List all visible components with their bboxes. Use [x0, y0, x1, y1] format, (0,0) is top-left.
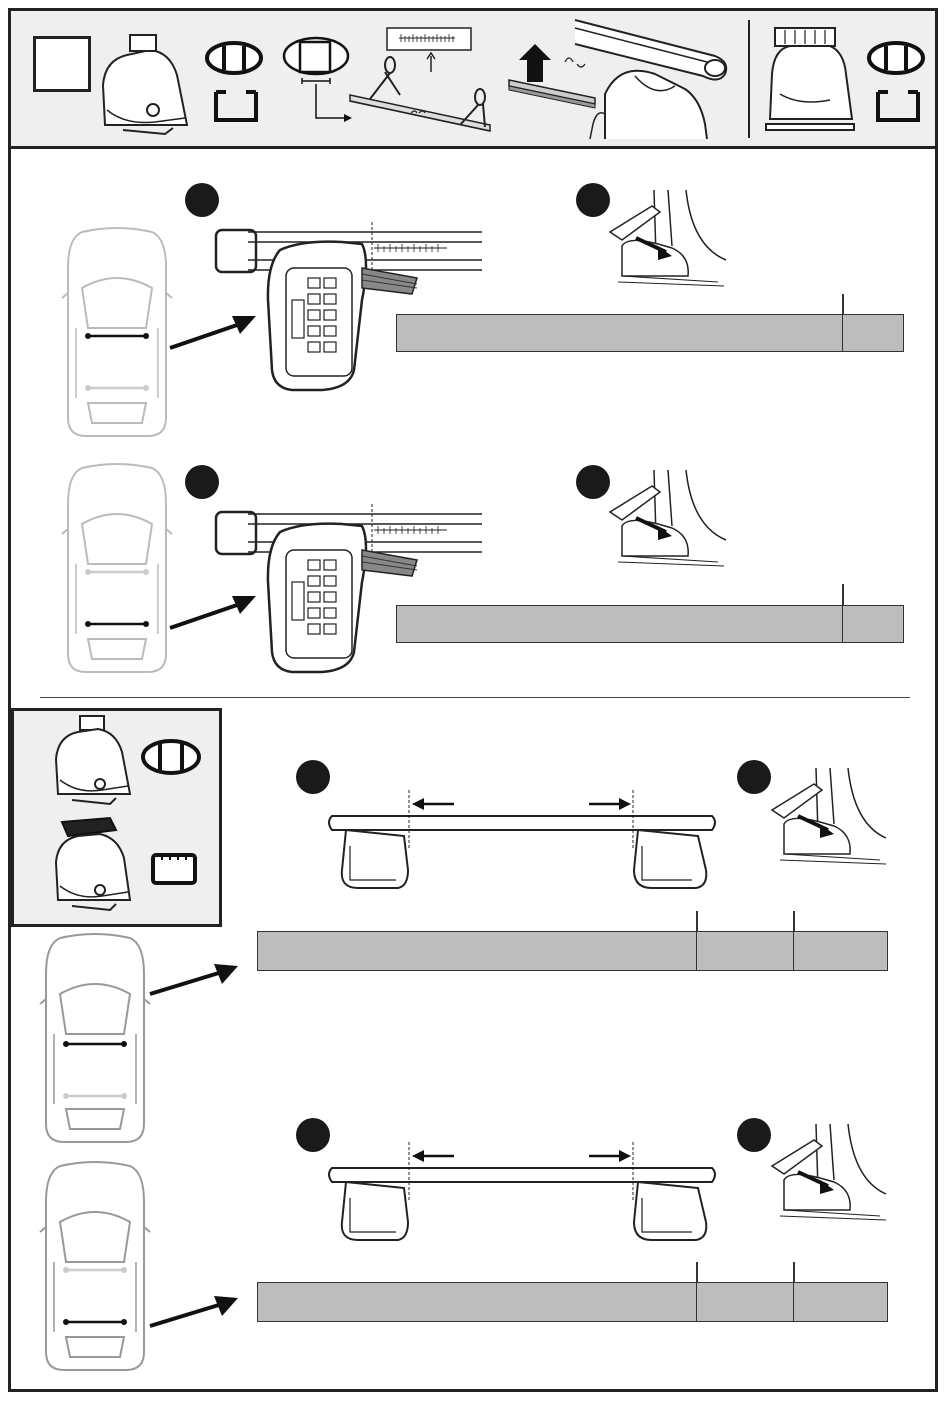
- measurement-cell: [696, 932, 697, 970]
- foot-clamp-icon: [760, 24, 860, 132]
- measurement-cell: [842, 606, 843, 642]
- foot-release-closeup: [770, 764, 888, 870]
- ruler-icon: [385, 26, 475, 76]
- step-dot: [185, 183, 219, 217]
- bar-marker: [793, 1262, 795, 1284]
- car-top-view-rear: [62, 464, 172, 676]
- bar-foot-closeup: [212, 220, 487, 392]
- car-top-view-rear: [40, 1162, 150, 1374]
- step-dot: [737, 1118, 771, 1152]
- bar-profile-cut-icon: [280, 34, 355, 124]
- foot-release-closeup: [608, 186, 728, 294]
- bar-feet-assembly: [324, 1142, 719, 1250]
- bar-profile-round-icon: [204, 40, 264, 76]
- number-box: [33, 36, 91, 92]
- bar-marker: [696, 1262, 698, 1284]
- step-dot: [576, 183, 610, 217]
- measurement-cell: [842, 315, 843, 351]
- pointer-arrow: [148, 962, 240, 1002]
- measurement-bar: [257, 931, 888, 971]
- bar-profile-square-icon: [212, 88, 260, 124]
- foot-pack-icon: [50, 714, 135, 809]
- foot-release-closeup: [608, 466, 728, 574]
- measurement-cell: [793, 1283, 794, 1321]
- foot-pack-black-icon: [50, 812, 135, 917]
- foot-pack-icon: [95, 30, 195, 140]
- measurement-bar: [257, 1282, 888, 1322]
- roof-rail-icon: [575, 14, 745, 139]
- header-divider: [748, 20, 750, 138]
- measurement-cell: [696, 1283, 697, 1321]
- step-dot: [737, 760, 771, 794]
- bar-foot-closeup: [212, 502, 487, 674]
- section-divider: [40, 697, 910, 698]
- bar-profile-square-icon: [874, 88, 922, 124]
- step-dot: [185, 465, 219, 499]
- bar-marker: [842, 584, 844, 606]
- bar-profile-square-icon: [150, 852, 198, 886]
- car-top-view-front: [40, 934, 150, 1146]
- bar-marker: [842, 294, 844, 316]
- bar-profile-round-icon: [140, 738, 202, 776]
- foot-release-closeup: [770, 1120, 888, 1226]
- step-dot: [576, 465, 610, 499]
- bar-feet-assembly: [324, 790, 719, 898]
- bar-marker: [696, 911, 698, 933]
- bar-profile-round-icon: [866, 40, 926, 76]
- step-dot: [296, 760, 330, 794]
- car-top-view-front: [62, 228, 172, 440]
- pointer-arrow: [148, 1294, 240, 1334]
- bar-marker: [793, 911, 795, 933]
- measurement-cell: [793, 932, 794, 970]
- measurement-bar: [396, 605, 904, 643]
- measurement-bar: [396, 314, 904, 352]
